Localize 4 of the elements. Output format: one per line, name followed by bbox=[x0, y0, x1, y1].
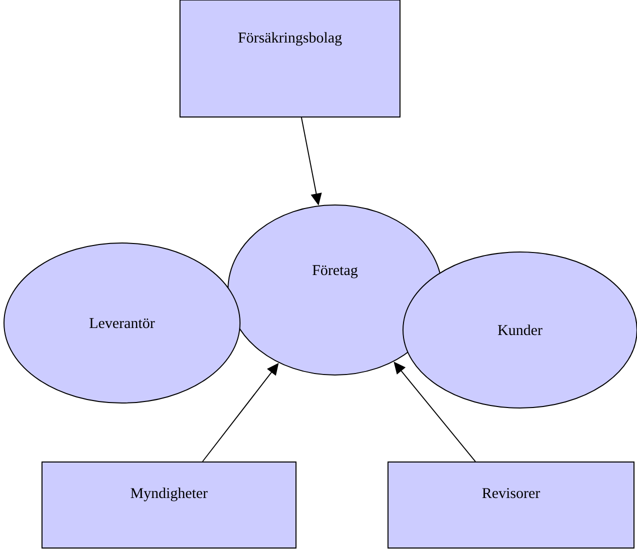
process-box: Myndigheter bbox=[42, 462, 296, 548]
process-box: Revisorer bbox=[388, 462, 634, 548]
process-box: Försäkringsbolag bbox=[180, 0, 400, 118]
node-label: Kunder bbox=[498, 324, 542, 336]
